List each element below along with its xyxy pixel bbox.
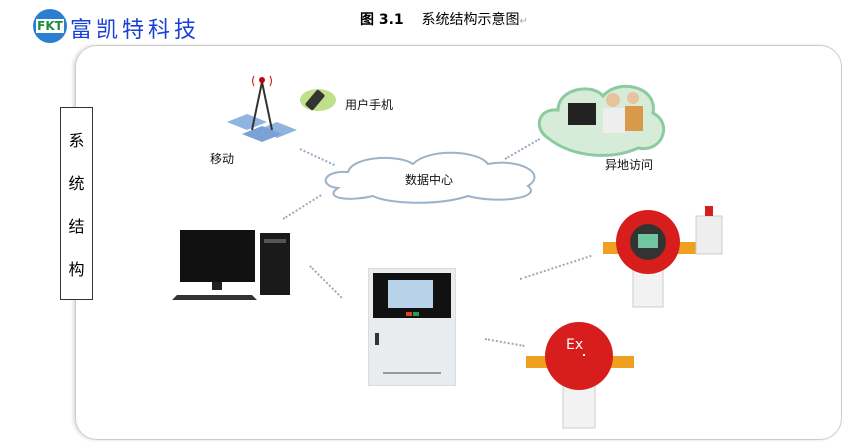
explosion-proof-detector-icon [526, 322, 634, 429]
system-structure-label: 系 统 结 构 [60, 107, 93, 300]
company-logo: FKT [33, 9, 67, 43]
cloud-icon [324, 151, 536, 204]
paragraph-mark: ↵ [519, 16, 528, 27]
company-name: 富凯特科技 [70, 18, 201, 43]
desktop-computer-icon [172, 230, 290, 300]
side-char: 统 [68, 174, 85, 194]
gas-detector-icon [603, 206, 723, 308]
side-char: 系 [68, 131, 85, 151]
gas-alarm-controller-icon [368, 268, 456, 386]
cell-tower-icon [227, 75, 297, 142]
remote-access-cloud-icon [537, 84, 666, 157]
data-center-label: 数据中心 [405, 173, 454, 187]
user-phone-label: 用户手机 [345, 98, 394, 112]
remote-access-label: 异地访问 [605, 158, 654, 172]
logo-mark: FKT [36, 19, 64, 33]
figure-caption: 图 3.1 系统结构示意图↵ [360, 9, 528, 29]
side-char: 构 [68, 259, 85, 279]
mobile-label: 移动 [210, 152, 235, 166]
side-char: 结 [68, 216, 85, 236]
caption-text: 系统结构示意图 [421, 12, 520, 28]
caption-number: 图 3.1 [360, 12, 404, 28]
ex-badge: Ex [566, 337, 584, 353]
mobile-phone-icon [300, 89, 336, 111]
